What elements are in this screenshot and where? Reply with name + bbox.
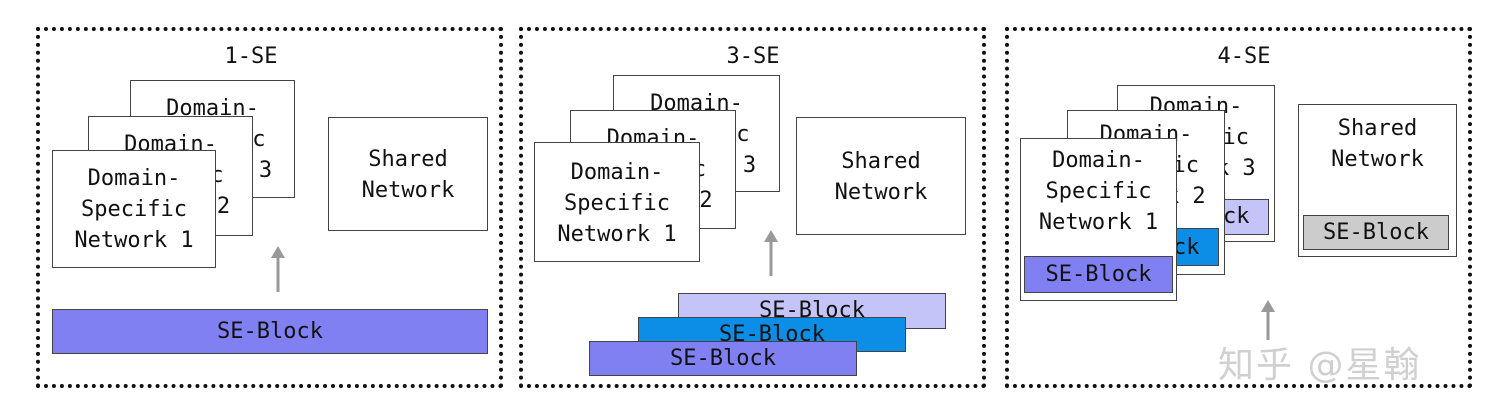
shared-line: Network — [361, 178, 455, 203]
se-block-1: SE-Block — [589, 341, 857, 376]
domain-specific-network-1: Domain- Specific Network 1 — [52, 150, 216, 268]
dsn-line: Specific — [1045, 179, 1152, 204]
se-block-label: SE-Block — [759, 298, 865, 323]
dsn-line: Specific — [564, 191, 670, 216]
se-block-label: SE-Block — [1045, 262, 1152, 287]
dsn-line: Network 1 — [557, 222, 677, 247]
dsn-line: Network 1 — [74, 228, 194, 253]
domain-specific-network-1: Domain- Specific Network 1 SE-Block — [1020, 138, 1177, 301]
shared-network: Shared Network — [328, 117, 488, 231]
panel-3-se — [519, 27, 986, 388]
se-block-label: SE-Block — [1323, 220, 1429, 245]
se-block-label: SE-Block — [217, 319, 323, 344]
dsn-line: Domain- — [87, 166, 181, 191]
dsn-line: Network 1 — [1038, 210, 1159, 235]
watermark: 知乎 @星翰 — [1218, 345, 1422, 386]
shared-line: Shared — [368, 147, 448, 172]
dsn-line: Domain- — [1052, 148, 1145, 173]
se-block: SE-Block — [52, 309, 488, 354]
shared-line: Shared — [1337, 116, 1418, 141]
shared-line: Network — [1331, 147, 1424, 172]
panel-title-3-se: 3-SE — [726, 44, 780, 69]
panel-4-se — [1005, 27, 1472, 388]
panel-title-4-se: 4-SE — [1217, 44, 1271, 69]
se-block-1: SE-Block — [1024, 256, 1173, 293]
shared-se-block: SE-Block — [1303, 215, 1449, 250]
se-block-label: SE-Block — [719, 322, 825, 347]
dsn-line: Domain- — [570, 160, 664, 185]
shared-line: Shared — [841, 149, 921, 174]
shared-network: Shared Network — [796, 117, 966, 235]
arrow-up-icon — [271, 246, 285, 292]
shared-line: Network — [834, 180, 928, 205]
domain-specific-network-1: Domain- Specific Network 1 — [534, 142, 700, 262]
dsn-line: Specific — [81, 197, 187, 222]
shared-network: Shared Network SE-Block — [1298, 104, 1457, 257]
panel-1-se — [36, 27, 503, 388]
panel-title-1-se: 1-SE — [224, 44, 278, 69]
arrow-up-icon — [764, 230, 778, 276]
arrow-up-icon — [1261, 300, 1275, 340]
se-block-label: SE-Block — [670, 346, 776, 371]
